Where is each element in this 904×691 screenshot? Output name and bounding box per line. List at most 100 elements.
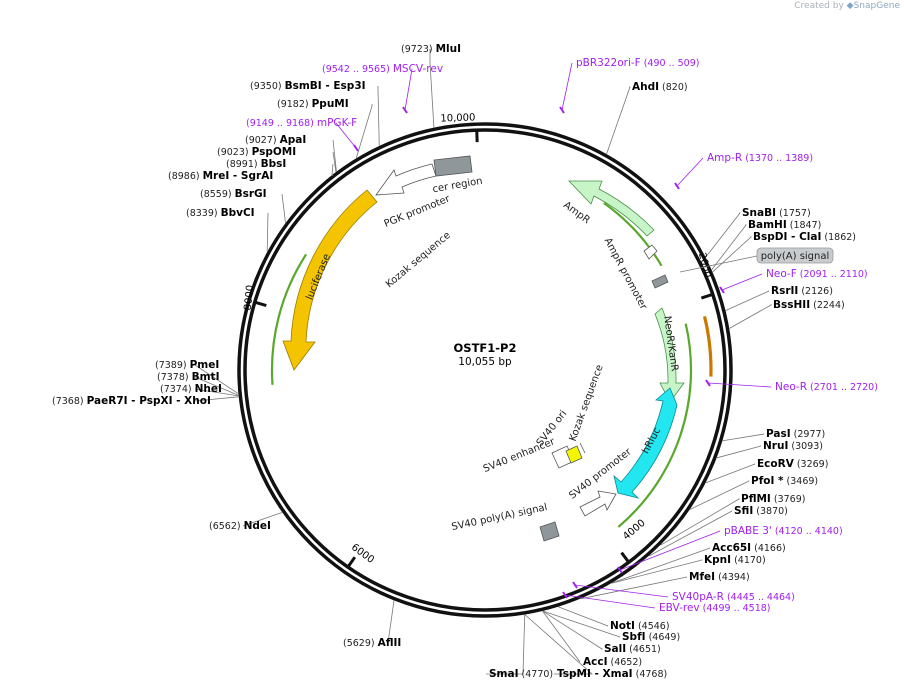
site-name: NdeI [244,520,271,532]
cer-region-box[interactable] [433,155,473,177]
site-position: (8339) [186,208,221,219]
site-leader [429,49,435,128]
site-name: PasI [766,428,791,440]
site-label[interactable]: SbfI (4649) [622,631,680,643]
site-leader [332,139,337,172]
site-leader [377,86,380,146]
site-leader [266,212,269,252]
site-label[interactable]: KpnI (4170) [704,554,766,566]
site-label[interactable]: (8986) MreI - SgrAI [168,170,273,182]
ampr-promoter-arrow[interactable] [643,244,658,260]
site-label[interactable]: (8559) BsrGI [200,188,267,200]
luciferase-arrow[interactable] [282,189,378,371]
primer-label[interactable]: (9149 .. 9168) mPGK-F [246,117,357,129]
site-position: (4770) [519,669,554,680]
site-label[interactable]: (9027) ApaI [245,134,306,146]
site-position: (1862) [821,232,856,243]
primer-label[interactable]: Neo-R (2701 .. 2720) [775,381,878,393]
site-position: (3469) [784,476,819,487]
site-position: (6562) [209,521,244,532]
site-label[interactable]: (9182) PpuMI [277,98,349,110]
site-leader [242,512,283,527]
site-leader [716,445,762,459]
sv40-ori-box[interactable] [565,445,583,464]
site-label[interactable]: (7378) BmtI [157,371,219,383]
primer-label[interactable]: (9542 .. 9565) MSCV-rev [322,63,443,75]
primer-label[interactable]: Amp-R (1370 .. 1389) [707,152,813,164]
site-name: KpnI [704,554,731,566]
site-label[interactable]: RsrII (2126) [771,285,833,297]
site-name: AhdI [632,81,659,93]
ampr-promoter-label: AmpR promoter [602,236,649,312]
site-label[interactable]: BspDI - ClaI (1862) [753,231,856,243]
site-name: Acc65I [712,542,751,554]
ampr-orf-arc [603,202,663,267]
primer-marker [559,106,565,114]
sv40-polya-box[interactable] [539,521,560,542]
primer-leader [619,530,721,571]
site-label[interactable]: (9350) BsmBI - Esp3I [250,80,366,92]
site-leader [194,396,239,402]
site-leader [606,86,631,154]
site-label[interactable]: MfeI (4394) [689,571,750,583]
site-leader [387,600,395,644]
site-name: BamHI [748,219,787,231]
site-label[interactable]: BssHII (2244) [773,299,845,311]
site-position: (4546) [635,621,670,632]
site-label[interactable]: Acc65I (4166) [712,542,786,554]
primer-label[interactable]: pBABE 3' (4120 .. 4140) [724,525,843,537]
site-position: (4166) [751,543,786,554]
site-label[interactable]: NotI (4546) [610,620,670,632]
ampr-arrow[interactable] [568,180,655,237]
site-label[interactable]: SmaI (4770) [489,668,553,680]
site-name: SmaI [489,668,519,680]
site-label[interactable]: PfoI * (3469) [751,475,818,487]
site-label[interactable]: SnaBI (1757) [742,207,811,219]
primer-label[interactable]: SV40pA-R (4445 .. 4464) [672,591,795,603]
site-leader [331,163,334,175]
site-label[interactable]: SalI (4651) [604,643,661,655]
site-position: (8986) [168,171,203,182]
plasmid-name: OSTF1-P2 [454,341,517,355]
neor-orf-arc [617,323,693,528]
site-leader [705,212,741,258]
site-label[interactable]: (7374) NheI [160,383,222,395]
site-label[interactable]: (9023) PspOMI [217,146,296,158]
site-label[interactable]: (7389) PmeI [155,359,219,371]
site-label[interactable]: (9723) MluI [401,43,461,55]
ampr-small-box [651,274,669,289]
primer-marker [562,591,568,599]
sv40-promoter-arrow[interactable] [579,490,617,517]
credit-prefix: Created by [794,1,844,11]
site-label[interactable]: AhdI (820) [632,81,688,93]
site-label[interactable]: PflMI (3769) [741,493,805,505]
site-name: EcoRV [757,458,795,470]
polya-signal-label: poly(A) signal [761,251,830,262]
site-label[interactable]: PasI (2977) [766,428,825,440]
site-label[interactable]: NruI (3093) [763,440,823,452]
site-label[interactable]: (8339) BbvCI [186,207,255,219]
site-label[interactable]: (7368) PaeR7I - PspXI - XhoI [52,395,211,407]
site-label[interactable]: (8991) BbsI [226,158,286,170]
ruler-tick [700,292,714,300]
site-label[interactable]: TspMI - XmaI (4768) [557,668,667,680]
pgk-promoter-arrow[interactable] [375,163,437,196]
site-label[interactable]: (6562) NdeI [209,520,271,532]
site-label[interactable]: AccI (4652) [583,656,642,668]
primer-label[interactable]: EBV-rev (4499 .. 4518) [659,602,771,614]
site-label[interactable]: (5629) AflII [343,637,401,649]
site-position: (2977) [791,429,826,440]
site-label[interactable]: EcoRV (3269) [757,458,828,470]
hrluc-arrow[interactable] [613,387,678,499]
site-label[interactable]: SfiI (3870) [734,505,788,517]
site-label[interactable]: BamHI (1847) [748,219,821,231]
site-position: (4394) [715,572,750,583]
site-leader [331,174,334,177]
site-leader [524,614,594,675]
site-leader [542,610,581,663]
leader-lines [194,49,773,675]
polya-signal-badge[interactable] [756,247,834,264]
primer-label[interactable]: Neo-F (2091 .. 2110) [766,268,868,280]
site-leader [355,104,373,159]
primer-label[interactable]: pBR322ori-F (490 .. 509) [576,57,699,69]
